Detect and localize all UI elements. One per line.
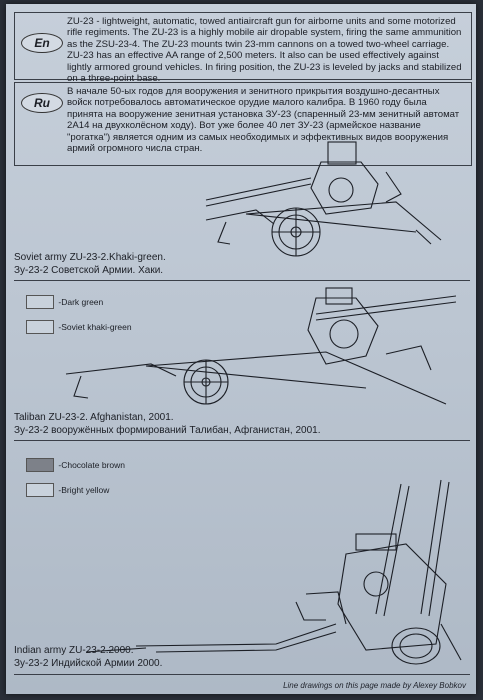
caption-indian-ru: Зу-23-2 Индийской Армии 2000. bbox=[14, 658, 163, 669]
swatch-label: -Bright yellow bbox=[58, 485, 110, 495]
swatch-label: -Soviet khaki-green bbox=[58, 322, 132, 332]
swatch-row-dark-green: -Dark green bbox=[26, 295, 103, 309]
swatch-dark-green bbox=[26, 295, 54, 309]
section-divider-1 bbox=[14, 280, 470, 281]
swatch-row-chocolate-brown: -Chocolate brown bbox=[26, 458, 125, 472]
english-description: ZU-23 - lightweight, automatic, towed an… bbox=[67, 16, 462, 85]
swatch-label: -Dark green bbox=[58, 297, 104, 307]
swatch-chocolate-brown bbox=[26, 458, 54, 472]
swatch-bright-yellow bbox=[26, 483, 54, 497]
section-divider-2 bbox=[14, 440, 470, 441]
zu23-drawing-indian bbox=[85, 479, 462, 665]
russian-description-box: Ru В начале 50-ых годов для вооружения и… bbox=[14, 82, 472, 166]
caption-indian-en: Indian army ZU-23-2.2000. bbox=[14, 645, 134, 656]
section-divider-3 bbox=[14, 674, 470, 675]
caption-soviet-en: Soviet army ZU-23-2.Khaki-green. bbox=[14, 252, 166, 263]
caption-taliban-ru: Зу-23-2 вооружённых формирований Талибан… bbox=[14, 425, 321, 436]
instruction-sheet: En ZU-23 - lightweight, automatic, towed… bbox=[6, 4, 476, 694]
swatch-row-bright-yellow: -Bright yellow bbox=[26, 483, 109, 497]
english-description-box: En ZU-23 - lightweight, automatic, towed… bbox=[14, 12, 472, 84]
drawing-credit: Line drawings on this page made by Alexe… bbox=[283, 681, 466, 690]
russian-description: В начале 50-ых годов для вооружения и зе… bbox=[67, 86, 460, 155]
swatch-label: -Chocolate brown bbox=[58, 460, 125, 470]
swatch-row-soviet-khaki-green: -Soviet khaki-green bbox=[26, 320, 132, 334]
lang-badge-ru: Ru bbox=[21, 93, 63, 113]
zu23-drawing-soviet bbox=[205, 141, 442, 257]
caption-taliban-en: Taliban ZU-23-2. Afghanistan, 2001. bbox=[14, 412, 174, 423]
caption-soviet-ru: Зу-23-2 Советской Армии. Хаки. bbox=[14, 265, 164, 276]
lang-badge-en: En bbox=[21, 33, 63, 53]
zu23-drawing-taliban bbox=[65, 287, 456, 405]
swatch-soviet-khaki-green bbox=[26, 320, 54, 334]
